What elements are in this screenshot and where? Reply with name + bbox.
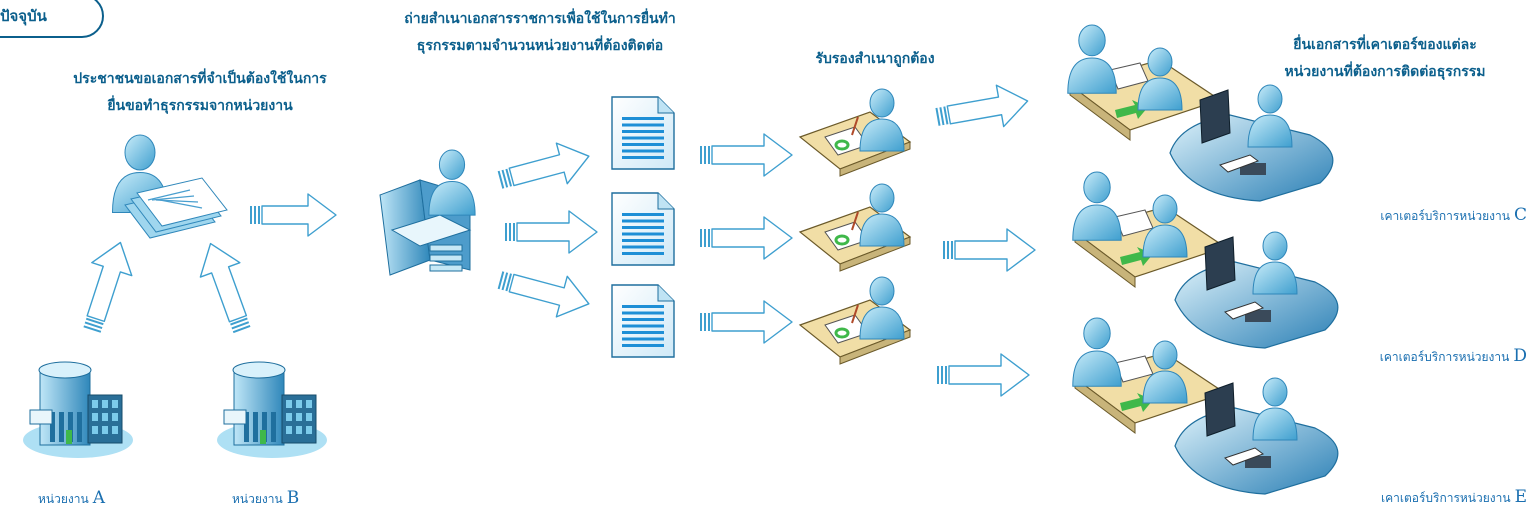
agency-b-prefix: หน่วยงาน: [232, 492, 283, 506]
agency-b-building-icon: [217, 361, 327, 458]
page-title: ปัจจุบัน: [0, 7, 47, 25]
caption-step4-line1: ยื่นเอกสารที่เคาเตอร์ของแต่ละ: [1293, 37, 1477, 53]
agency-a-letter: A: [92, 488, 105, 508]
arrow-copier-to-doc-3: [497, 271, 590, 318]
arrow-certify-to-counter-d: [943, 228, 1036, 272]
service-counter-d-icon: [1072, 171, 1339, 349]
arrow-copier-to-doc-2: [505, 210, 598, 254]
arrow-certify-to-counter-c: [935, 84, 1029, 128]
agency-b-letter: B: [286, 488, 300, 508]
caption-step1-line1: ประชาชนขอเอกสารที่จำเป็นต้องใช้ในการ: [73, 71, 327, 87]
counter-e-prefix: เคาเตอร์บริการหน่วยงาน: [1380, 491, 1511, 505]
caption-step3-text: รับรองสำเนาถูกต้อง: [815, 51, 935, 67]
arrow-doc-to-certify-1: [700, 133, 793, 177]
service-counter-e-icon: [1072, 317, 1339, 495]
document-icon-3: [611, 284, 675, 358]
citizen-icon: [111, 134, 228, 239]
document-icon-2: [611, 192, 675, 266]
caption-step2-line1: ถ่ายสำเนาเอกสารราชการเพื่อใช้ในการยื่นทำ: [404, 11, 676, 27]
agency-a-prefix: หน่วยงาน: [38, 492, 89, 506]
certify-officer-icon-1: [798, 88, 912, 177]
agency-a-building-icon: [23, 361, 133, 458]
arrow-citizen-to-copier: [250, 193, 337, 237]
counter-e-letter: E: [1514, 487, 1527, 507]
title-pill: [0, 0, 104, 38]
counter-d-prefix: เคาเตอร์บริการหน่วยงาน: [1379, 350, 1510, 364]
caption-step1-line2: ยื่นขอทำธุรกรรมจากหน่วยงาน: [107, 98, 293, 114]
copier-icon: [379, 149, 476, 276]
caption-step2: ถ่ายสำเนาเอกสารราชการเพื่อใช้ในการยื่นทำ…: [370, 6, 710, 60]
caption-step4-line2: หน่วยงานที่ต้องการติดต่อธุรกรรม: [1284, 64, 1486, 80]
counter-c-letter: C: [1513, 205, 1527, 225]
arrow-certify-to-counter-e: [937, 353, 1030, 397]
certify-officer-icon-3: [798, 276, 912, 365]
service-counter-c-icon: [1067, 24, 1334, 202]
caption-step3: รับรองสำเนาถูกต้อง: [775, 46, 975, 73]
arrow-doc-to-certify-2: [700, 216, 793, 260]
certify-officer-icon-2: [798, 183, 912, 272]
caption-step1: ประชาชนขอเอกสารที่จำเป็นต้องใช้ในการ ยื่…: [30, 66, 370, 120]
counter-d-letter: D: [1513, 346, 1527, 366]
caption-step4: ยื่นเอกสารที่เคาเตอร์ของแต่ละ หน่วยงานที…: [1230, 32, 1537, 86]
arrow-doc-to-certify-3: [700, 300, 793, 344]
arrow-agency-b-to-citizen: [199, 242, 251, 334]
caption-step2-line2: ธุรกรรมตามจำนวนหน่วยงานที่ต้องติดต่อ: [416, 38, 664, 54]
document-icon-1: [611, 96, 675, 170]
counter-c-prefix: เคาเตอร์บริการหน่วยงาน: [1380, 209, 1510, 223]
arrow-agency-a-to-citizen: [83, 241, 133, 333]
arrow-copier-to-doc-1: [497, 142, 590, 189]
